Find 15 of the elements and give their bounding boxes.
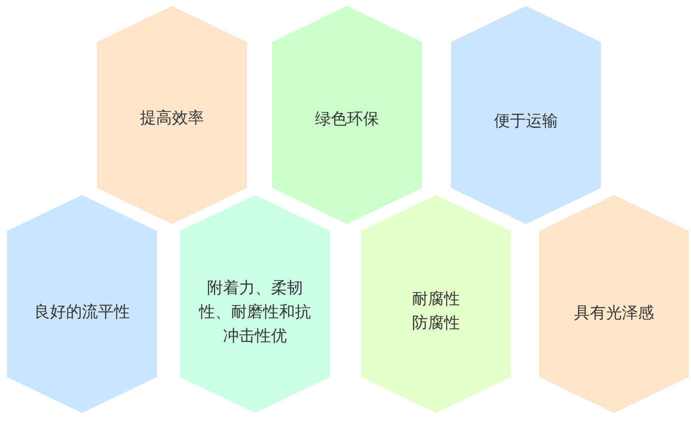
hexagon (97, 6, 247, 224)
hexagon (451, 6, 601, 224)
property-label: 良好的流平性 (34, 301, 130, 323)
property-label: 耐腐性 (412, 288, 460, 310)
property-label: 绿色环保 (315, 108, 379, 130)
property-label: 具有光泽感 (574, 302, 654, 324)
hexagon (272, 6, 422, 224)
hexagon (361, 195, 511, 413)
hexagon (180, 195, 330, 413)
hexagon (7, 195, 157, 413)
property-label: 提高效率 (140, 107, 204, 129)
hexagon (539, 195, 689, 413)
property-label: 附着力、柔韧性、耐磨性和抗冲击性优 (198, 277, 312, 347)
property-label: 便于运输 (494, 110, 558, 132)
property-label: 防腐性 (412, 312, 460, 334)
